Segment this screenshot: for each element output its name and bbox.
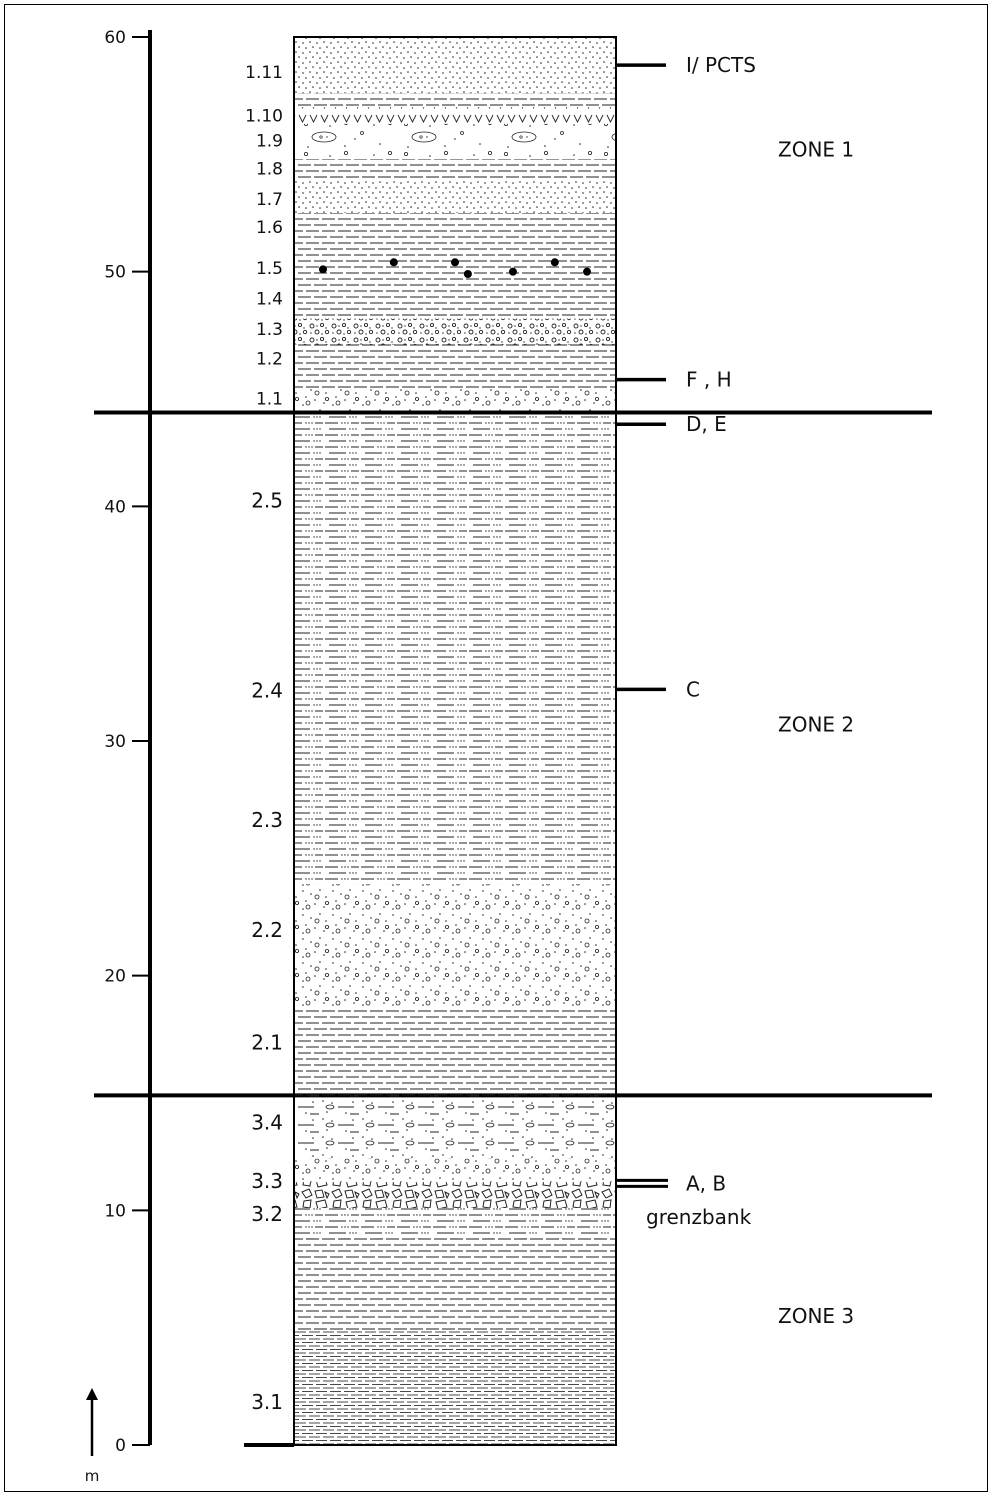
bed-shale bbox=[294, 1238, 616, 1331]
axis-tick-label: 30 bbox=[104, 732, 126, 752]
axis-unit-label: m bbox=[85, 1467, 100, 1485]
axis-tick-label: 50 bbox=[104, 263, 126, 283]
unit-label-3-3: 3.3 bbox=[251, 1169, 283, 1193]
bed-conglomerate bbox=[294, 318, 616, 345]
depth-axis: 0 10 20 30 40 50 60 m bbox=[85, 28, 152, 1485]
axis-tick-label: 60 bbox=[104, 28, 126, 48]
bed-pebbly-sand bbox=[294, 884, 616, 1009]
bed-shale bbox=[294, 344, 616, 389]
fossil-dot bbox=[508, 267, 517, 276]
unit-label-1-5: 1.5 bbox=[256, 259, 283, 279]
unit-label-1-7: 1.7 bbox=[256, 190, 283, 210]
bed-pebbly-sand bbox=[294, 1158, 616, 1183]
unit-label-1-2: 1.2 bbox=[256, 349, 283, 369]
unit-label-1-1: 1.1 bbox=[256, 389, 283, 409]
sample-marker-label: F , H bbox=[686, 368, 732, 392]
axis-tick-label: 40 bbox=[104, 497, 126, 517]
lithology-column bbox=[244, 36, 617, 1447]
unit-label-2-4: 2.4 bbox=[251, 679, 283, 703]
unit-label-2-5: 2.5 bbox=[251, 489, 283, 513]
bed-shale-silt bbox=[294, 412, 616, 885]
fossil-dot bbox=[389, 258, 398, 267]
unit-label-1-6: 1.6 bbox=[256, 218, 283, 238]
bed-shale bbox=[294, 1008, 616, 1096]
bed-shale-silt bbox=[294, 1207, 616, 1239]
unit-label-3-4: 3.4 bbox=[251, 1111, 283, 1135]
sample-marker-label: D, E bbox=[686, 412, 727, 436]
unit-label-3-2: 3.2 bbox=[251, 1202, 283, 1226]
bed-nodular bbox=[294, 123, 616, 160]
zone-labels: ZONE 1 ZONE 2 ZONE 3 bbox=[778, 138, 854, 1328]
zone-label: ZONE 1 bbox=[778, 138, 854, 162]
fossil-dot bbox=[451, 258, 459, 267]
fossil-dot bbox=[318, 265, 327, 274]
bed-shale-dense bbox=[294, 1330, 616, 1445]
sample-marker-label: I/ PCTS bbox=[686, 53, 756, 77]
unit-label-1-8: 1.8 bbox=[256, 159, 283, 179]
bed-shale bbox=[294, 159, 616, 181]
figure-frame bbox=[4, 4, 988, 1492]
unit-label-1-4: 1.4 bbox=[256, 290, 283, 310]
bed-breccia bbox=[294, 1182, 616, 1208]
up-arrow-icon bbox=[86, 1388, 98, 1400]
unit-label-2-1: 2.1 bbox=[251, 1031, 283, 1055]
sample-markers: I/ PCTS F , H D, E C A, B bbox=[616, 53, 756, 1195]
unit-label-3-1: 3.1 bbox=[251, 1390, 283, 1414]
zone-label: ZONE 3 bbox=[778, 1304, 854, 1328]
unit-label-1-10: 1.10 bbox=[245, 107, 283, 127]
unit-labels: 1.11 1.10 1.9 1.8 1.7 1.6 1.5 1.4 1.3 1.2 1.1 2.5 2.… bbox=[245, 63, 283, 1414]
grenzbank-label: grenzbank bbox=[646, 1205, 752, 1229]
bed-pebbly-sand bbox=[294, 389, 616, 413]
unit-label-2-2: 2.2 bbox=[251, 918, 283, 942]
fossil-dot bbox=[583, 267, 592, 276]
column-outline bbox=[293, 36, 617, 1446]
unit-label-1-9: 1.9 bbox=[256, 131, 283, 151]
bed-sand bbox=[294, 180, 616, 213]
zone-label: ZONE 2 bbox=[778, 713, 854, 737]
bed-silty-sand bbox=[294, 1095, 616, 1159]
axis-tick-label: 0 bbox=[115, 1436, 126, 1456]
unit-label-1-11: 1.11 bbox=[245, 63, 283, 83]
fossil-dot bbox=[463, 270, 472, 279]
bed-ash bbox=[294, 107, 616, 124]
fossil-dot bbox=[550, 258, 559, 267]
bed-shale bbox=[294, 93, 616, 108]
sample-marker-label: C bbox=[686, 677, 700, 701]
sample-marker-label: A, B bbox=[686, 1171, 726, 1195]
axis-tick-label: 20 bbox=[104, 967, 126, 987]
axis-tick-label: 10 bbox=[104, 1201, 126, 1221]
unit-label-1-3: 1.3 bbox=[256, 320, 283, 340]
bed-sand bbox=[294, 37, 616, 94]
unit-label-2-3: 2.3 bbox=[251, 808, 283, 832]
